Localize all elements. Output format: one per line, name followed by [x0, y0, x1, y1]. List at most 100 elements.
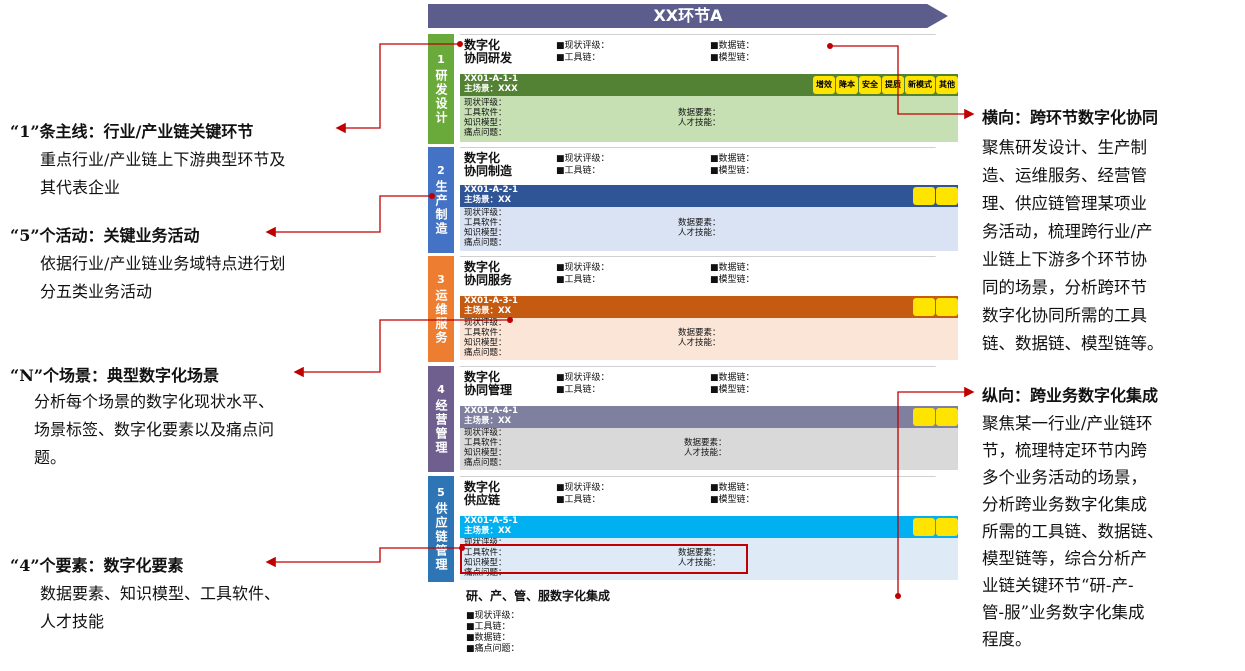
scene-code: XX01-A-5-1 — [464, 516, 518, 526]
body-data: 数据要素： — [678, 218, 721, 228]
body-status: 现状评级： — [464, 538, 507, 548]
note-desc: 聚焦研发设计、生产制造、运维服务、经营管 理、供应链管理某项业务活动，梳理跨行业… — [982, 138, 1164, 353]
section-manufacturing: 2 生产制造 数字化协同制造 ■现状评级： ■工具链： ■数据链： ■模型链： … — [428, 147, 958, 253]
section-side-label: 2 生产制造 — [428, 147, 454, 253]
section-number: 3 — [437, 273, 445, 286]
tag-blank — [936, 187, 958, 205]
tool-chain-label: ■工具链： — [556, 53, 601, 63]
model-chain-label: ■模型链： — [710, 495, 755, 505]
tag-blank — [913, 408, 935, 426]
integration-items: ■现状评级： ■工具链： ■数据链： ■痛点问题： — [466, 611, 520, 655]
collab-title: 数字化协同研发 — [464, 38, 513, 65]
scene-code: XX01-A-2-1 — [464, 185, 518, 195]
note-heading: 横向：跨环节数字化协同 — [982, 108, 1159, 127]
body-tool: 工具软件： — [464, 328, 507, 338]
body-tool: 工具软件： — [464, 438, 507, 448]
collab-row: 数字化协同管理 ■现状评级： ■工具链： ■数据链： ■模型链： — [460, 366, 950, 401]
body-talent: 人才技能： — [678, 558, 721, 568]
connector-activities — [265, 195, 432, 238]
status-level-label: ■现状评级： — [556, 154, 610, 164]
body-pain: 痛点问题： — [464, 348, 507, 358]
scene-bar: XX01-A-2-1 主场景：XX — [460, 185, 958, 207]
collab-title: 数字化供应链 — [464, 480, 501, 507]
section-name: 供应链管理 — [434, 502, 448, 572]
data-chain-label: ■数据链： — [710, 483, 755, 493]
body-status: 现状评级： — [464, 428, 507, 438]
body-knowledge: 知识模型： — [464, 228, 507, 238]
stage-header: XX环节A — [428, 4, 948, 28]
tool-chain-label: ■工具链： — [556, 166, 601, 176]
model-chain-label: ■模型链： — [710, 166, 755, 176]
section-rd-design: 1 研发设计 数字化协同研发 ■现状评级： ■工具链： ■数据链： ■模型链： … — [428, 34, 958, 144]
body-tool: 工具软件： — [464, 548, 507, 558]
note-heading: 纵向：跨业务数字化集成 — [982, 386, 1159, 405]
connector-scenarios — [293, 319, 510, 378]
collab-row: 数字化协同研发 ■现状评级： ■工具链： ■数据链： ■模型链： — [460, 34, 950, 69]
scene-tags — [913, 408, 958, 426]
scene-bar: XX01-A-3-1 主场景：XX — [460, 296, 958, 318]
status-level-label: ■现状评级： — [556, 483, 610, 493]
connector-horizontal — [830, 45, 975, 120]
status-level-label: ■现状评级： — [556, 373, 610, 383]
tag-blank — [936, 298, 958, 316]
tag-blank — [913, 187, 935, 205]
body-tool: 工具软件： — [464, 108, 507, 118]
note-activities: “5”个活动：关键业务活动 依据行业/产业链业务域特点进行划分五类业务活动 — [10, 222, 390, 306]
note-vertical: 纵向：跨业务数字化集成 聚焦某一行业/产业链环节，梳理特定环节内跨 多个业务活动… — [982, 382, 1242, 653]
scene-bar: XX01-A-4-1 主场景：XX — [460, 406, 958, 428]
scene-name: 主场景：XX — [464, 526, 512, 536]
scene-bar: XX01-A-5-1 主场景：XX — [460, 516, 958, 538]
tag-cost: 降本 — [836, 76, 858, 94]
scene-tags — [913, 187, 958, 205]
data-chain-label: ■数据链： — [710, 373, 755, 383]
dot — [429, 193, 435, 199]
body-talent: 人才技能： — [678, 118, 721, 128]
scene-code: XX01-A-4-1 — [464, 406, 518, 416]
body-knowledge: 知识模型： — [464, 118, 507, 128]
note-scenarios: “N”个场景：典型数字化场景 分析每个场景的数字化现状水平、场景标签、数字化要素… — [10, 362, 390, 472]
section-name: 经营管理 — [434, 399, 448, 455]
dot — [827, 43, 833, 49]
integration-status: ■现状评级： — [466, 611, 520, 621]
scene-body: 现状评级： 工具软件： 知识模型： 痛点问题： 数据要素： 人才技能： — [460, 318, 958, 360]
integration-block: 研、产、管、服数字化集成 ■现状评级： ■工具链： ■数据链： ■痛点问题： — [460, 585, 950, 665]
body-talent: 人才技能： — [684, 448, 727, 458]
body-talent: 人才技能： — [678, 338, 721, 348]
integration-tool: ■工具链： — [466, 622, 511, 632]
body-talent: 人才技能： — [678, 228, 721, 238]
tag-blank — [913, 518, 935, 536]
collab-row: 数字化协同服务 ■现状评级： ■工具链： ■数据链： ■模型链： — [460, 256, 950, 291]
body-status: 现状评级： — [464, 318, 507, 328]
section-number: 1 — [437, 53, 445, 66]
scene-name: 主场景：XX — [464, 306, 512, 316]
body-pain: 痛点问题： — [464, 238, 507, 248]
body-data: 数据要素： — [678, 108, 721, 118]
body-status: 现状评级： — [464, 208, 507, 218]
tag-blank — [936, 518, 958, 536]
section-number: 5 — [437, 486, 445, 499]
tag-blank — [936, 408, 958, 426]
scene-tags — [913, 518, 958, 536]
scene-code: XX01-A-3-1 — [464, 296, 518, 306]
body-pain: 痛点问题： — [464, 128, 507, 138]
scene-code: XX01-A-1-1 — [464, 74, 518, 84]
note-desc: 分析每个场景的数字化现状水平、场景标签、数字化要素以及痛点问题。 — [34, 392, 275, 467]
scene-body: 现状评级： 工具软件： 知识模型： 痛点问题： 数据要素： 人才技能： — [460, 207, 958, 251]
body-tool: 工具软件： — [464, 218, 507, 228]
section-management: 4 经营管理 数字化协同管理 ■现状评级： ■工具链： ■数据链： ■模型链： … — [428, 366, 958, 472]
note-horizontal: 横向：跨环节数字化协同 聚焦研发设计、生产制造、运维服务、经营管 理、供应链管理… — [982, 104, 1242, 358]
tag-safety: 安全 — [859, 76, 881, 94]
integration-pain: ■痛点问题： — [466, 644, 520, 654]
tool-chain-label: ■工具链： — [556, 385, 601, 395]
body-pain: 痛点问题： — [464, 458, 507, 468]
body-knowledge: 知识模型： — [464, 558, 507, 568]
collab-title: 数字化协同管理 — [464, 370, 513, 397]
body-data: 数据要素： — [678, 328, 721, 338]
integration-data: ■数据链： — [466, 633, 511, 643]
note-heading: “4”个要素：数字化要素 — [10, 556, 184, 575]
elements-highlight-box — [460, 544, 748, 574]
data-chain-label: ■数据链： — [710, 263, 755, 273]
section-number: 4 — [437, 383, 445, 396]
section-name: 运维服务 — [434, 289, 448, 345]
